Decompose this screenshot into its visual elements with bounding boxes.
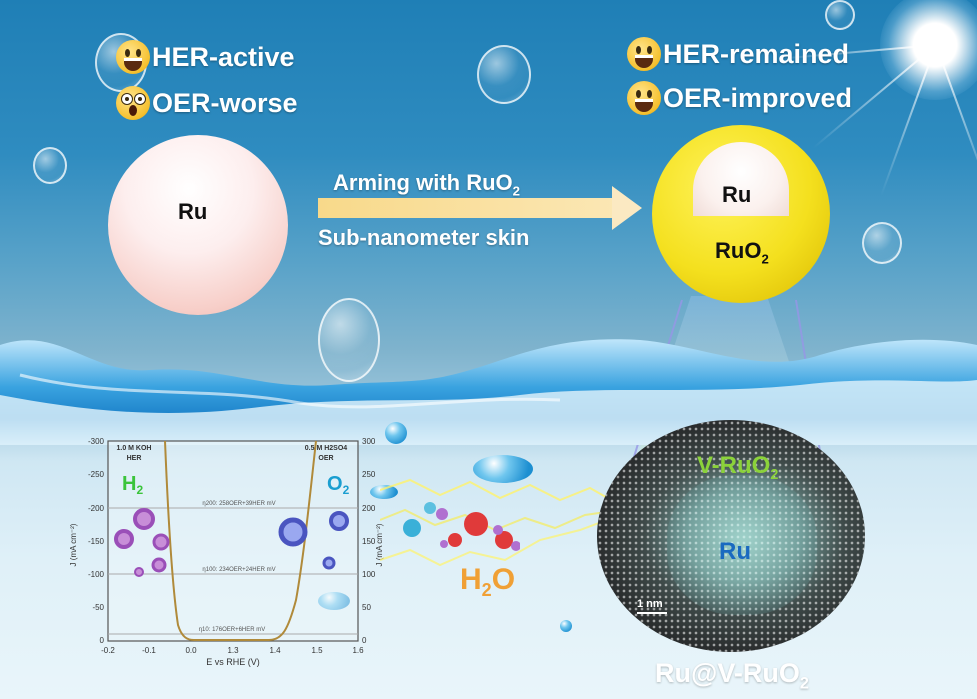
- arrow-icon: [318, 198, 618, 218]
- svg-text:1.0 M KOH: 1.0 M KOH: [116, 445, 151, 452]
- svg-text:150: 150: [362, 537, 376, 546]
- svg-text:0.5 M H2SO4: 0.5 M H2SO4: [305, 445, 348, 452]
- water-drop-icon: [473, 455, 533, 483]
- status-oer-worse: OER-worse: [116, 86, 298, 120]
- svg-text:-0.2: -0.2: [101, 646, 115, 655]
- arrow-top-text: Arming with RuO2: [333, 170, 520, 199]
- svg-text:0: 0: [100, 636, 105, 645]
- grinning-face-icon: [116, 40, 150, 74]
- h2o-label: H2O: [460, 563, 516, 600]
- water-drop-icon: [385, 422, 407, 444]
- svg-text:50: 50: [362, 603, 371, 612]
- shell-ruo2-label: RuO2: [715, 238, 769, 267]
- status-her-active: HER-active: [116, 40, 298, 74]
- astonished-face-icon: [116, 86, 150, 120]
- svg-text:200: 200: [362, 504, 376, 513]
- arrow-head-icon: [612, 186, 642, 230]
- material-caption: Ru@V-RuO2: [655, 658, 809, 693]
- svg-text:-100: -100: [88, 570, 105, 579]
- grinning-face-icon: [627, 81, 661, 115]
- svg-text:100: 100: [362, 570, 376, 579]
- grinning-face-icon: [627, 37, 661, 71]
- arrow-bottom-text: Sub-nanometer skin: [318, 225, 530, 250]
- bubble-icon: [318, 298, 380, 382]
- svg-text:η200: 258OER+39HER mV: η200: 258OER+39HER mV: [202, 501, 275, 507]
- svg-text:250: 250: [362, 470, 376, 479]
- svg-text:-250: -250: [88, 470, 105, 479]
- tem-image: V-RuO2 Ru 1 nm: [597, 420, 865, 652]
- svg-text:300: 300: [362, 437, 376, 446]
- svg-text:HER: HER: [127, 455, 142, 462]
- svg-text:1.3: 1.3: [227, 646, 239, 655]
- ru-nanoparticle: Ru: [108, 135, 288, 315]
- ru-label: Ru: [178, 199, 208, 224]
- svg-text:E vs RHE (V): E vs RHE (V): [206, 657, 260, 667]
- svg-text:-300: -300: [88, 437, 105, 446]
- status-oer-improved: OER-improved: [627, 81, 852, 115]
- bubble-icon: [33, 147, 67, 184]
- svg-text:-150: -150: [88, 537, 105, 546]
- bubble-icon: [862, 222, 902, 264]
- svg-text:η100: 234OER+24HER mV: η100: 234OER+24HER mV: [202, 567, 275, 573]
- status-her-remained: HER-remained: [627, 37, 852, 71]
- core-cutaway: [693, 142, 789, 216]
- right-status-list: HER-remained OER-improved: [627, 37, 852, 115]
- status-text: OER-worse: [152, 87, 298, 118]
- left-status-list: HER-active OER-worse: [116, 40, 298, 120]
- svg-text:J (mA cm⁻²): J (mA cm⁻²): [375, 523, 384, 566]
- svg-text:0.0: 0.0: [185, 646, 197, 655]
- core-ru-label: Ru: [722, 182, 752, 207]
- svg-text:1.4: 1.4: [269, 646, 281, 655]
- svg-text:η10: 176OER+6HER mV: η10: 176OER+6HER mV: [199, 627, 266, 633]
- water-drop-icon: [560, 620, 572, 632]
- v-ruo2-label: V-RuO2: [697, 452, 779, 483]
- svg-text:-200: -200: [88, 504, 105, 513]
- svg-text:J (mA cm⁻²): J (mA cm⁻²): [69, 523, 78, 566]
- bubble-icon: [825, 0, 855, 30]
- svg-text:OER: OER: [318, 455, 333, 462]
- svg-text:-0.1: -0.1: [142, 646, 156, 655]
- water-wave: [0, 339, 977, 445]
- h2-bubbles: [114, 508, 170, 577]
- scale-bar: 1 nm: [637, 598, 667, 614]
- o2-bubbles: [278, 511, 349, 570]
- svg-text:0: 0: [362, 636, 367, 645]
- status-text: HER-active: [152, 41, 295, 72]
- bubble-icon: [477, 45, 531, 104]
- svg-text:-50: -50: [92, 603, 104, 612]
- svg-text:1.6: 1.6: [352, 646, 364, 655]
- status-text: HER-remained: [663, 38, 850, 69]
- water-molecule-icon: [403, 502, 520, 551]
- status-text: OER-improved: [663, 82, 853, 113]
- svg-text:1.5: 1.5: [311, 646, 323, 655]
- polarization-chart: -300 -250 -200 -150 -100 -50 0 300 250 2…: [69, 437, 384, 667]
- water-drop-icon: [370, 485, 398, 499]
- tem-ru-label: Ru: [719, 538, 751, 565]
